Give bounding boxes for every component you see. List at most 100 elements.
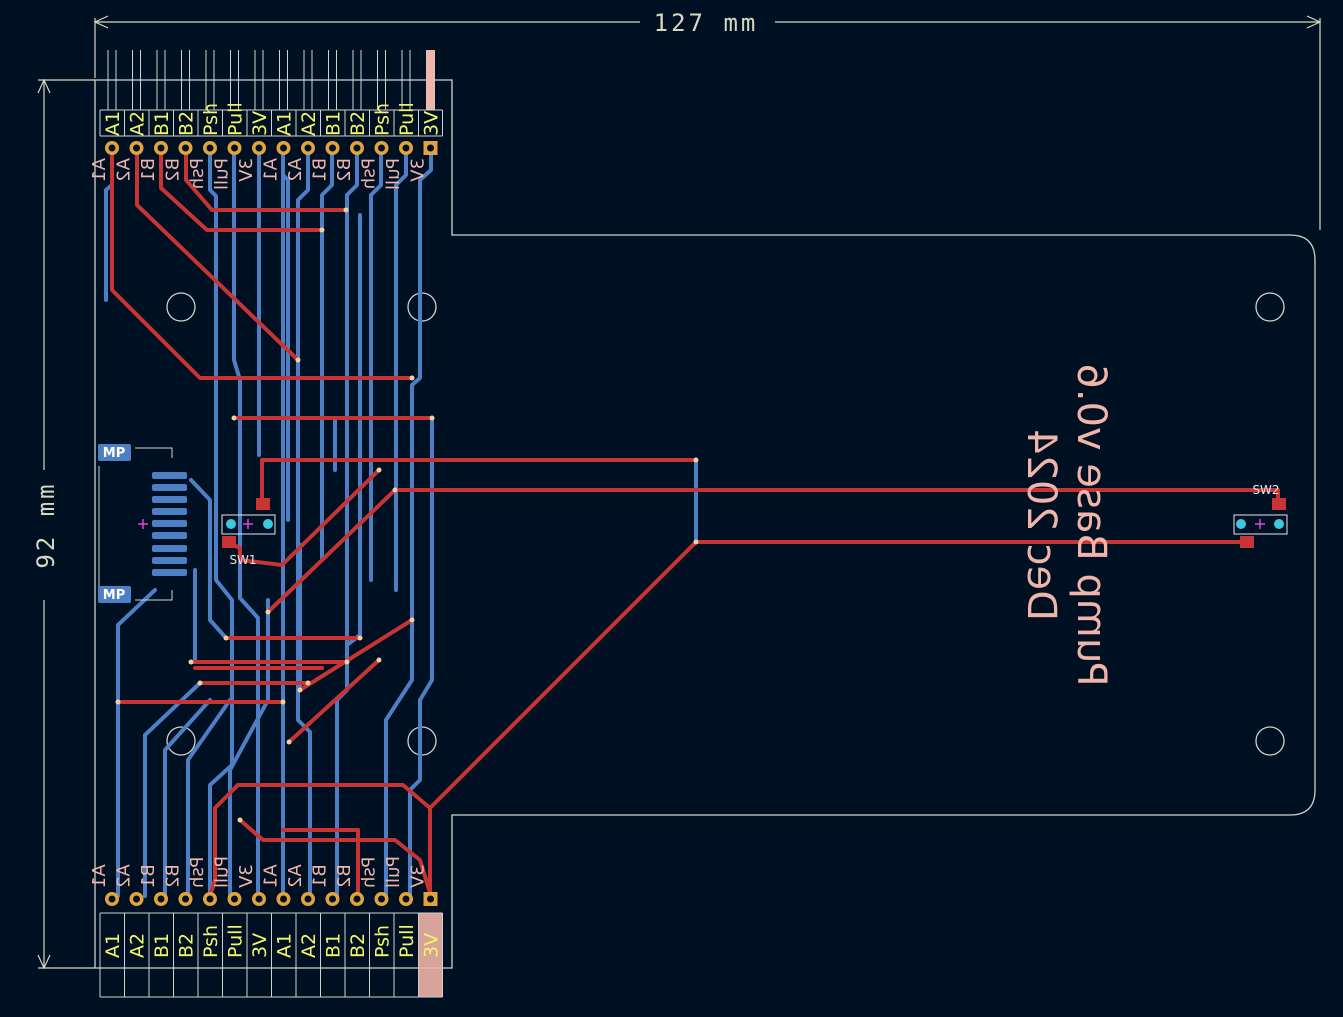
- bottom-back-silk-label: 3V: [408, 864, 429, 888]
- bottom-pin-label: B1: [151, 933, 173, 958]
- top-header-pad: [276, 141, 291, 155]
- top-header-pins: [99, 50, 443, 137]
- top-back-silk-label: 3V: [236, 158, 257, 182]
- back-trace: [163, 698, 212, 898]
- top-pin-label: A1: [274, 111, 296, 136]
- top-header-pads: [105, 141, 438, 155]
- mounting-hole: [166, 292, 196, 322]
- top-header-pin: [418, 50, 435, 136]
- top-header-pin: [124, 50, 141, 136]
- bottom-header-pad: [423, 892, 438, 906]
- bottom-header-pad: [276, 892, 291, 906]
- top-header-pin: [246, 50, 264, 136]
- top-header-pad: [374, 141, 389, 155]
- bottom-pin-label: 3V: [249, 933, 271, 958]
- bottom-pin-label: B2: [176, 933, 198, 958]
- top-pin-label: 3V: [421, 111, 443, 136]
- bottom-back-silk-label: Pull: [383, 856, 404, 888]
- bottom-back-silk-label: A2: [114, 864, 135, 888]
- bottom-back-silk-label: B1: [310, 864, 331, 888]
- front-trace: [110, 146, 414, 380]
- top-back-silk-label: Pull: [383, 158, 404, 190]
- top-header-pin: [369, 50, 386, 136]
- back-trace: [228, 598, 270, 898]
- front-trace: [236, 783, 432, 810]
- front-trace: [159, 146, 324, 232]
- back-trace: [208, 146, 234, 898]
- top-back-silk-label: Psh: [359, 158, 380, 189]
- top-back-silk-label: 3V: [408, 158, 429, 182]
- switch-sw2: SW2: [1233, 483, 1288, 548]
- top-pin-label: A1: [102, 111, 124, 136]
- bottom-header-pins: [99, 912, 443, 998]
- mp-pad-bottom: [98, 586, 131, 603]
- top-pin-label: Pull: [396, 102, 418, 136]
- back-trace: [408, 416, 434, 898]
- front-copper-traces: [110, 146, 1280, 898]
- bottom-back-silk-label: 3V: [236, 864, 257, 888]
- board-title-line1: Pump Base v0.6: [1068, 363, 1114, 686]
- bottom-back-silk-label: Pull: [212, 856, 233, 888]
- top-pin-label: B2: [347, 111, 369, 136]
- dimension-width: [93, 15, 1322, 230]
- mounting-hole: [1255, 292, 1285, 322]
- board-title-line2: Dec 2024: [1018, 429, 1064, 621]
- top-back-silk-label: Pull: [212, 158, 233, 190]
- top-pin-label: 3V: [249, 111, 271, 136]
- switch-sw1: SW1: [221, 498, 276, 567]
- bottom-back-silk-label: Psh: [359, 857, 380, 888]
- bottom-back-silk-label: A1: [89, 864, 110, 888]
- top-header-pad: [325, 141, 340, 155]
- bottom-pin-label: Pull: [225, 924, 247, 958]
- top-header-pin: [271, 50, 288, 136]
- back-trace: [116, 588, 157, 702]
- top-back-silk-label: B2: [334, 158, 355, 182]
- bottom-pin-label: A2: [127, 933, 149, 958]
- top-pin-label: B1: [151, 111, 173, 136]
- front-trace: [227, 468, 381, 567]
- back-trace: [189, 478, 228, 640]
- mounting-hole: [166, 726, 196, 756]
- sw2-label: SW2: [1252, 483, 1279, 497]
- bottom-header-pads: [105, 892, 438, 906]
- top-header-pin: [222, 50, 239, 136]
- mp-pad-top: [98, 444, 131, 461]
- mounting-holes: [166, 292, 1285, 756]
- top-header-pin: [148, 50, 166, 136]
- top-header-pin: [344, 50, 362, 136]
- board-title: Pump Base v0.6 Dec 2024: [1018, 363, 1114, 686]
- top-back-silk-label: B1: [310, 158, 331, 182]
- top-header-pad: [227, 141, 242, 155]
- back-trace: [369, 146, 383, 582]
- top-header-pad: [129, 141, 144, 155]
- front-trace: [287, 658, 381, 744]
- bottom-pin-label: A1: [274, 933, 296, 958]
- top-pin-label: Pull: [225, 102, 247, 136]
- back-trace: [394, 146, 408, 592]
- bottom-header-pad: [154, 892, 168, 906]
- bottom-pin-label: Pull: [396, 924, 418, 958]
- bottom-header-pad: [374, 892, 389, 906]
- top-pin-label: B2: [176, 111, 198, 136]
- top-pin-label: Psh: [200, 103, 222, 136]
- bottom-pin-label: 3V: [421, 933, 443, 958]
- sw1-label: SW1: [229, 553, 256, 567]
- bottom-back-silk-label: Psh: [187, 857, 208, 888]
- bottom-header-pad: [129, 892, 144, 906]
- bottom-header-pad: [203, 892, 217, 906]
- top-back-silk-label: A1: [89, 158, 110, 182]
- top-back-silk-label: B2: [163, 158, 184, 182]
- top-pin-label: Psh: [372, 103, 394, 136]
- bottom-pin-label: B2: [347, 933, 369, 958]
- bottom-pin-label: Psh: [372, 925, 394, 958]
- board-outline: [94, 79, 1316, 969]
- back-trace: [335, 146, 359, 898]
- front-trace: [260, 458, 698, 507]
- top-header-pad: [154, 141, 168, 155]
- mounting-hole: [1255, 726, 1285, 756]
- bottom-back-silk-label: A1: [261, 864, 282, 888]
- front-trace: [281, 828, 360, 898]
- top-back-silk-label: A1: [261, 158, 282, 182]
